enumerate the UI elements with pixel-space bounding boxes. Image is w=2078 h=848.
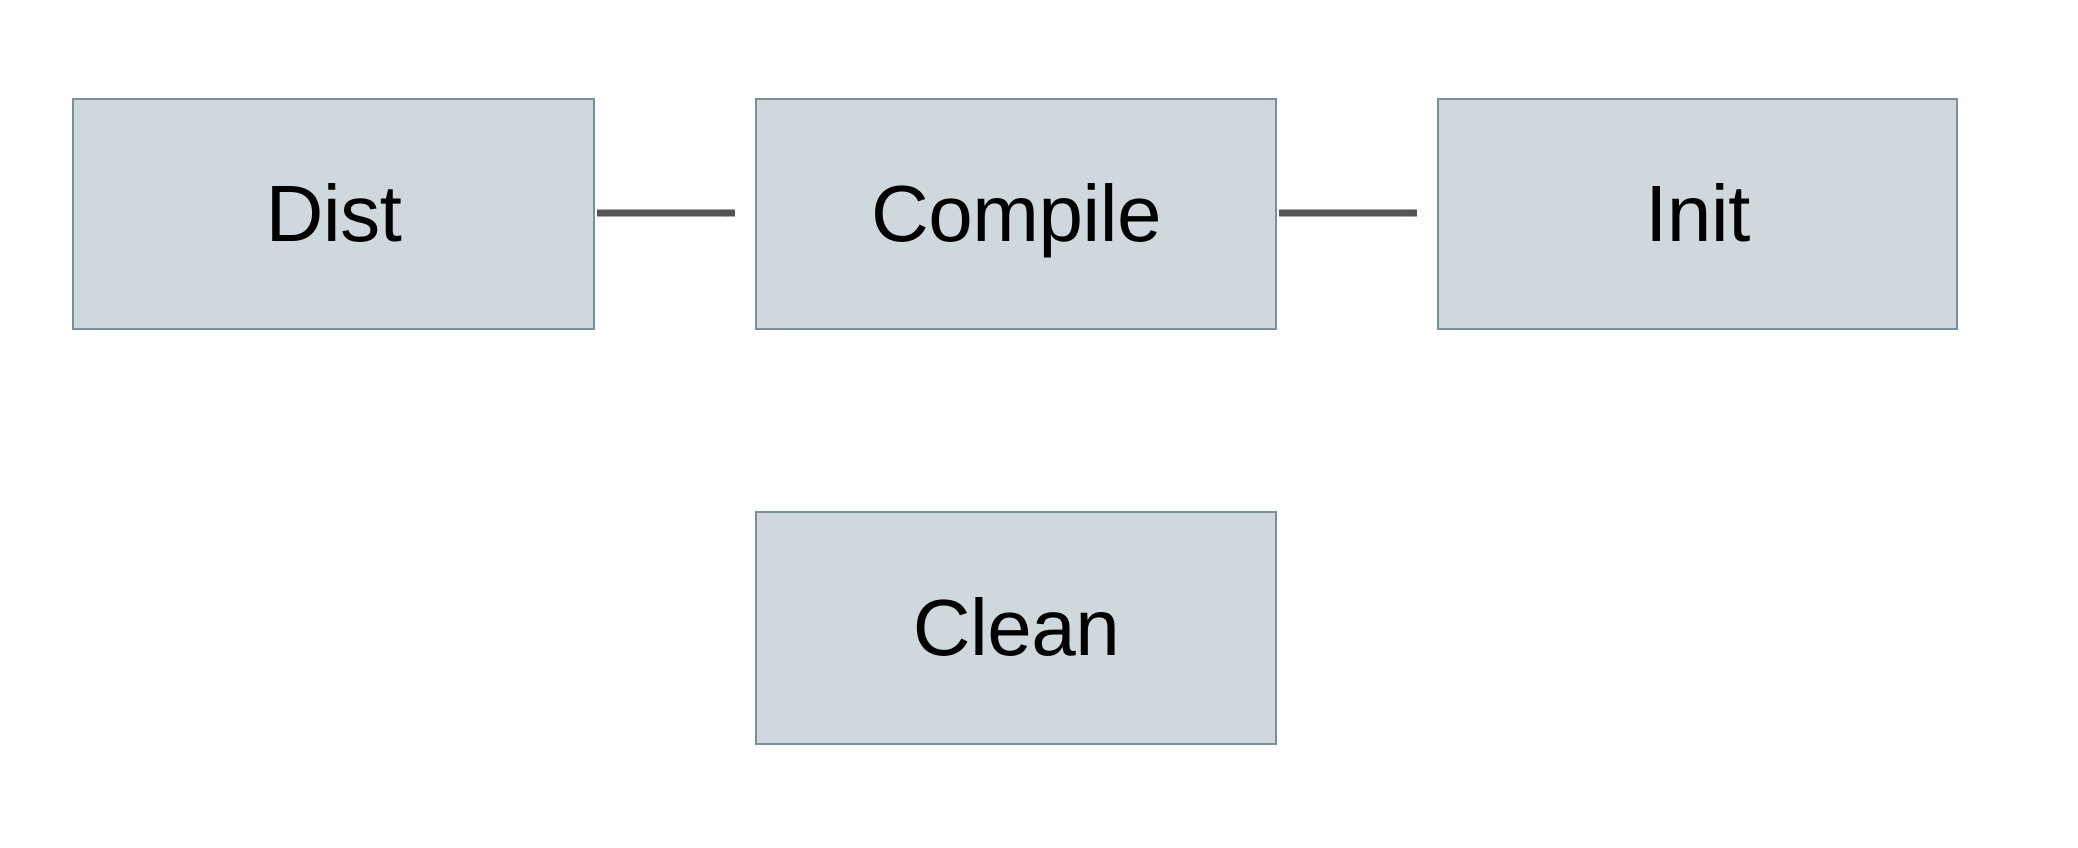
node-dist[interactable]: Dist — [72, 98, 595, 330]
node-compile-label: Compile — [871, 169, 1161, 258]
node-clean-label: Clean — [912, 583, 1120, 672]
node-compile[interactable]: Compile — [755, 98, 1277, 330]
node-init-label: Init — [1645, 169, 1750, 258]
node-init[interactable]: Init — [1437, 98, 1958, 330]
node-dist-label: Dist — [265, 169, 402, 258]
node-clean[interactable]: Clean — [755, 511, 1277, 745]
